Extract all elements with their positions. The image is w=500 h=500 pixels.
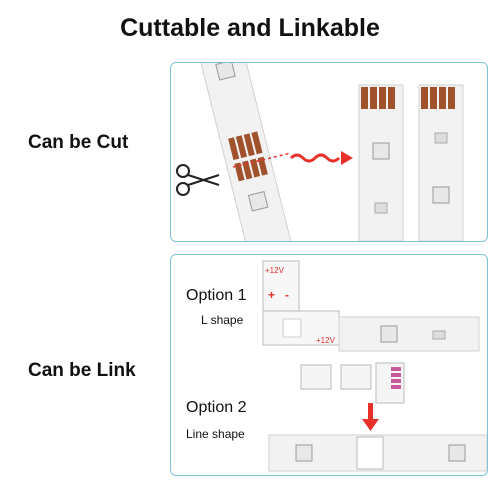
copper-pad: [251, 131, 263, 155]
minus-sign: -: [285, 288, 289, 302]
page-title: Cuttable and Linkable: [120, 14, 380, 42]
led-chip: [215, 63, 236, 81]
copper-pad: [235, 135, 248, 159]
can-be-link-label: Can be Link: [28, 360, 136, 381]
can-be-cut-label: Can be Cut: [28, 132, 129, 153]
copper-pad: [249, 158, 261, 178]
link-panel: Option 1 L shape Option 2 Line shape +12…: [170, 254, 488, 476]
wavy-arrow: [289, 153, 341, 163]
copper-pad: [243, 133, 255, 157]
copper-pad: [228, 137, 240, 161]
connector-label-top: +12V: [265, 266, 285, 275]
link-illustration: +12V + - +12V: [262, 260, 487, 472]
copper-pad: [234, 162, 245, 182]
scissors-icon: [176, 164, 220, 196]
copper-pad: [242, 160, 253, 180]
arrow-head: [341, 151, 353, 165]
option-2-label: Option 2: [186, 399, 247, 416]
led-strip-piece-1: [358, 84, 404, 241]
line-connectors: [300, 362, 405, 404]
cut-panel: [170, 62, 488, 242]
led-strip-option-1: [338, 316, 480, 352]
copper-pad: [257, 156, 268, 176]
led-strip-option-2: [268, 434, 487, 472]
led-strip-piece-2: [418, 84, 464, 241]
led-strip-diagonal: [195, 63, 298, 241]
down-arrow-icon: [362, 403, 379, 431]
option-1-sub: L shape: [201, 313, 244, 327]
led-chip: [247, 190, 269, 212]
cut-illustration: [176, 63, 464, 241]
option-1-label: Option 1: [186, 287, 247, 304]
plus-sign: +: [268, 288, 275, 302]
option-2-sub: Line shape: [186, 427, 245, 441]
connector-label-right: +12V: [316, 336, 336, 345]
l-connector: [262, 260, 340, 346]
cut-line: [232, 152, 292, 168]
